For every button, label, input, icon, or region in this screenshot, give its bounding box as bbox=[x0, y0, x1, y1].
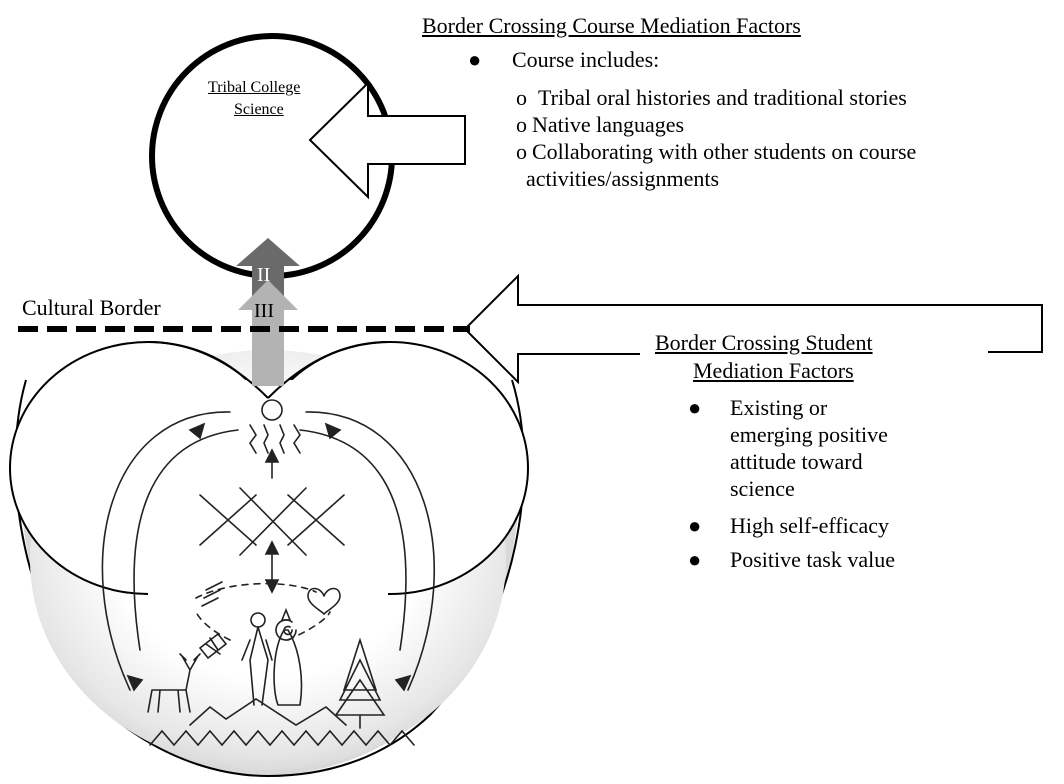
student-factors-arrow-outline bbox=[463, 273, 1043, 385]
course-sub-bullet-1: Tribal oral histories and traditional st… bbox=[538, 85, 907, 110]
student-bullet-3: Positive task value bbox=[730, 547, 895, 572]
arrow-ii-label: II bbox=[257, 264, 271, 286]
science-label-line2: Science bbox=[234, 101, 284, 118]
course-sub-bullet-2: Native languages bbox=[532, 112, 685, 137]
student-bullet-icon: ● bbox=[688, 395, 702, 420]
cultural-sketch bbox=[101, 399, 435, 747]
student-bullet-icon: ● bbox=[688, 547, 702, 572]
student-bullet-1-line-2: emerging positive bbox=[730, 422, 888, 447]
course-sub-bullet-3-cont: activities/assignments bbox=[526, 166, 720, 191]
course-sub-bullet-3: Collaborating with other students on cou… bbox=[532, 139, 917, 164]
course-factors-title: Border Crossing Course Mediation Factors bbox=[422, 13, 801, 38]
arrow-iii bbox=[238, 280, 298, 386]
student-factors-title-1: Border Crossing Student bbox=[655, 330, 873, 355]
cultural-border-label: Cultural Border bbox=[22, 295, 161, 320]
student-bullet-2: High self-efficacy bbox=[730, 513, 890, 538]
student-bullet-icon: ● bbox=[688, 513, 702, 538]
course-sub-bullet-icon: o bbox=[516, 85, 527, 110]
course-main-bullet: Course includes: bbox=[512, 47, 660, 72]
course-sub-bullet-icon: o bbox=[516, 112, 527, 137]
course-factors-arrow bbox=[308, 80, 466, 200]
course-bullet-icon: ● bbox=[468, 47, 482, 72]
science-label-line1: Tribal College bbox=[208, 79, 301, 96]
student-bullet-1-line-3: attitude toward bbox=[730, 449, 863, 474]
student-bullet-1-line-4: science bbox=[730, 476, 795, 501]
arrow-iii-label: III bbox=[254, 300, 274, 322]
student-bullet-1-line-1: Existing or bbox=[730, 395, 828, 420]
student-factors-title-2: Mediation Factors bbox=[693, 358, 854, 383]
course-sub-bullet-icon: o bbox=[516, 139, 527, 164]
